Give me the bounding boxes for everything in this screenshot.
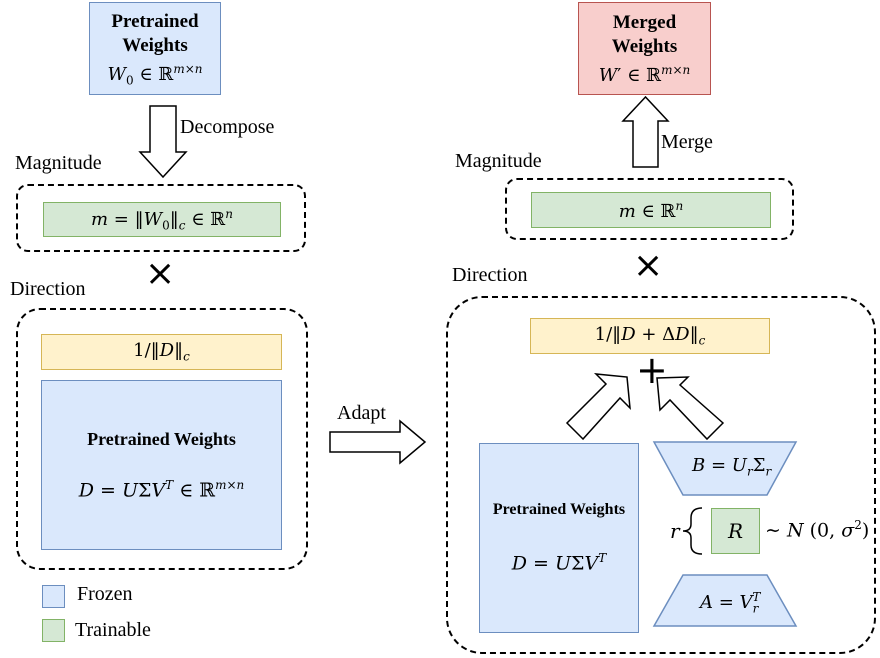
adapt-arrow (329, 419, 427, 465)
merge-label: Merge (661, 131, 713, 153)
r-box-label: R (727, 519, 744, 543)
left-magnitude-formula: m = ‖W0‖c ∈ ℝn (91, 206, 233, 233)
left-diagonal-arrow (565, 373, 631, 441)
legend-frozen-swatch (42, 585, 65, 608)
decompose-label: Decompose (180, 116, 275, 138)
a-formula: A = VrT (700, 590, 761, 616)
right-magnitude-formula: m ∈ ℝn (618, 198, 684, 222)
left-norm-formula: 1/‖D‖c (133, 340, 190, 364)
right-direction-container (446, 296, 876, 654)
right-norm-box: 1/‖D + ΔD‖c (530, 318, 770, 354)
left-magnitude-container (16, 184, 306, 252)
left-direction-container (16, 308, 308, 570)
left-pretrained-weights-box: Pretrained Weights D = UΣVT ∈ ℝm×n (41, 380, 282, 550)
right-direction-label: Direction (452, 264, 528, 286)
r-brace (682, 507, 703, 555)
right-times-symbol: × (633, 245, 664, 286)
merged-weights-title: Merged Weights (611, 12, 678, 57)
pretrained-weights-top-title: Pretrained Weights (111, 10, 199, 56)
r-distribution: ∼ N (0, σ2) (765, 518, 870, 542)
left-norm-box: 1/‖D‖c (41, 334, 282, 370)
right-pretrained-weights-box: Pretrained Weights D = UΣVT (479, 443, 639, 633)
legend-trainable-label: Trainable (75, 619, 151, 641)
pretrained-weights-top-box: Pretrained Weights W0 ∈ ℝm×n (89, 2, 221, 95)
decompose-arrow (138, 105, 188, 179)
right-magnitude-container (505, 178, 794, 240)
right-magnitude-box: m ∈ ℝn (531, 192, 771, 228)
right-pretrained-weights-formula: D = UΣVT (511, 551, 607, 575)
pretrained-weights-top-formula: W0 ∈ ℝm×n (107, 61, 203, 88)
plus-symbol: + (636, 348, 668, 392)
merged-weights-box: Merged Weights W′ ∈ ℝm×n (578, 2, 711, 95)
merged-weights-formula: W′ ∈ ℝm×n (598, 63, 691, 86)
right-norm-formula: 1/‖D + ΔD‖c (594, 324, 706, 348)
left-direction-label: Direction (10, 278, 86, 300)
a-trapezoid (652, 574, 798, 627)
right-diagonal-arrow (656, 376, 725, 441)
merge-arrow (621, 95, 670, 168)
b-trapezoid (652, 441, 798, 496)
r-box: R (711, 508, 760, 554)
left-magnitude-label: Magnitude (15, 152, 102, 174)
left-times-symbol: × (145, 253, 176, 294)
legend-trainable-swatch (42, 619, 65, 642)
b-formula: B = UrΣr (692, 455, 772, 479)
adapt-label: Adapt (337, 402, 386, 424)
right-pretrained-weights-title: Pretrained Weights (492, 501, 626, 519)
right-magnitude-label: Magnitude (455, 150, 542, 172)
left-magnitude-box: m = ‖W0‖c ∈ ℝn (43, 202, 281, 237)
legend-frozen-label: Frozen (77, 583, 133, 605)
left-pretrained-weights-title: Pretrained Weights (87, 428, 236, 449)
r-label: r (670, 519, 680, 543)
left-pretrained-weights-formula: D = UΣVT ∈ ℝm×n (78, 477, 245, 502)
